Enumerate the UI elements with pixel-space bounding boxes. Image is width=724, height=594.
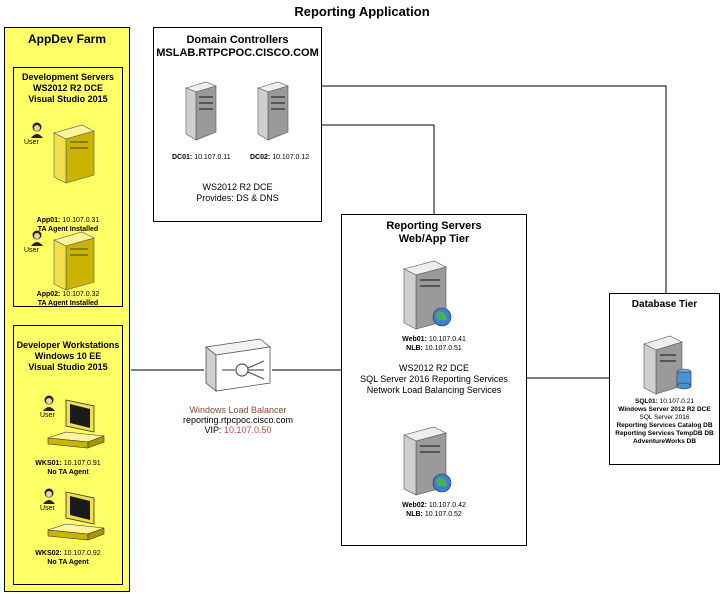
lb-host: reporting.rtpcpoc.cisco.com bbox=[182, 415, 294, 425]
reporting-tier: Web/App Tier bbox=[398, 233, 470, 245]
page-title: Reporting Application bbox=[294, 4, 430, 19]
dc02-server-icon bbox=[256, 80, 290, 147]
database-server-icon bbox=[640, 334, 694, 401]
dc01-server-icon bbox=[184, 80, 218, 147]
db-tempdb: Reporting Services TempDB DB bbox=[615, 430, 714, 437]
dc-to-database-line bbox=[322, 85, 667, 293]
sql01-name: SQL01: bbox=[635, 398, 658, 405]
lb-vip: 10.107.0.50 bbox=[223, 425, 272, 435]
reporting-nlb: Network Load Balancing Services bbox=[366, 385, 502, 395]
domain-controllers-title: Domain Controllers bbox=[186, 34, 289, 46]
workstations-tool: Visual Studio 2015 bbox=[28, 362, 108, 372]
user-label: User bbox=[40, 412, 55, 419]
workstations-group: Developer Workstations Windows 10 EE Vis… bbox=[13, 325, 123, 585]
dc01-name: DC01: bbox=[172, 154, 193, 161]
user-label: User bbox=[24, 247, 39, 254]
server-icon bbox=[52, 230, 96, 297]
web02-name: Web02: bbox=[402, 502, 427, 509]
user-label: User bbox=[40, 505, 55, 512]
user-icon bbox=[42, 395, 56, 416]
web02-ip: 10.107.0.42 bbox=[428, 502, 466, 509]
app01-note: TA Agent Installed bbox=[37, 226, 99, 233]
web02-nlb: 10.107.0.52 bbox=[424, 511, 462, 518]
web02-server-icon bbox=[400, 425, 456, 504]
db-catalog: Reporting Services Catalog DB bbox=[616, 422, 713, 429]
app01-name: App01: bbox=[36, 217, 61, 224]
load-balancer-icon bbox=[204, 337, 272, 398]
wks01-name: WKS01: bbox=[35, 460, 62, 467]
appdev-farm: AppDev Farm Development Servers WS2012 R… bbox=[4, 27, 130, 592]
sql01-ip: 10.107.0.21 bbox=[659, 398, 694, 405]
workstations-os: Windows 10 EE bbox=[34, 351, 102, 361]
wks01-ip: 10.107.0.91 bbox=[63, 460, 101, 467]
lb-name: Windows Load Balancer bbox=[189, 405, 287, 415]
domain-controllers-box: Domain Controllers MSLAB.RTPCPOC.CISCO.C… bbox=[153, 27, 322, 222]
dev-servers-group: Development Servers WS2012 R2 DCE Visual… bbox=[13, 67, 123, 307]
user-icon bbox=[30, 122, 44, 143]
workstation-icon bbox=[44, 396, 108, 463]
lb-vip-label: VIP: bbox=[204, 425, 222, 435]
dev-servers-tool: Visual Studio 2015 bbox=[28, 94, 108, 104]
app02-note: TA Agent Installed bbox=[37, 300, 99, 307]
reporting-title: Reporting Servers bbox=[386, 220, 482, 232]
app02-name: App02: bbox=[36, 291, 61, 298]
database-title: Database Tier bbox=[631, 299, 698, 310]
dc-to-reporting-line bbox=[288, 124, 435, 214]
wks01-note: No TA Agent bbox=[47, 469, 89, 476]
domain-name: MSLAB.RTPCPOC.CISCO.COM bbox=[156, 47, 319, 59]
user-icon bbox=[30, 230, 44, 251]
user-label: User bbox=[24, 139, 39, 146]
db-sql: SQL Server 2016 bbox=[639, 414, 690, 421]
wks02-note: No TA Agent bbox=[47, 559, 89, 566]
web01-nlb-label: NLB: bbox=[406, 345, 423, 352]
reporting-servers-box: Reporting Servers Web/App Tier Web01: 10… bbox=[341, 214, 527, 546]
app01-ip: 10.107.0.31 bbox=[62, 217, 100, 224]
dc02-name: DC02: bbox=[250, 154, 271, 161]
workstations-title: Developer Workstations bbox=[16, 340, 120, 350]
reporting-sql: SQL Server 2016 Reporting Services bbox=[360, 374, 508, 384]
dc01-ip: 10.107.0.11 bbox=[194, 154, 231, 161]
db-adventureworks: AdventureWorks DB bbox=[632, 438, 697, 445]
dev-servers-title: Development Servers bbox=[21, 72, 115, 82]
wks02-name: WKS02: bbox=[35, 550, 62, 557]
appdev-farm-label: AppDev Farm bbox=[27, 32, 107, 46]
dc02-ip: 10.107.0.12 bbox=[272, 154, 310, 161]
workstation-icon bbox=[44, 488, 108, 555]
web01-ip: 10.107.0.41 bbox=[428, 336, 466, 343]
web02-nlb-label: NLB: bbox=[406, 511, 423, 518]
web01-name: Web01: bbox=[402, 336, 427, 343]
web01-nlb: 10.107.0.51 bbox=[424, 345, 462, 352]
dc-services: Provides: DS & DNS bbox=[196, 193, 279, 203]
user-icon bbox=[42, 488, 56, 509]
db-os: Windows Server 2012 R2 DCE bbox=[618, 406, 711, 413]
web01-server-icon bbox=[400, 259, 456, 338]
wks02-ip: 10.107.0.92 bbox=[63, 550, 101, 557]
dev-servers-os: WS2012 R2 DCE bbox=[32, 83, 104, 93]
server-icon bbox=[52, 123, 96, 190]
database-tier-box: Database Tier SQL01: 10.107.0.21 Windows… bbox=[609, 293, 720, 465]
dc-os: WS2012 R2 DCE bbox=[202, 182, 273, 192]
reporting-os: WS2012 R2 DCE bbox=[398, 363, 470, 373]
app02-ip: 10.107.0.32 bbox=[62, 291, 100, 298]
